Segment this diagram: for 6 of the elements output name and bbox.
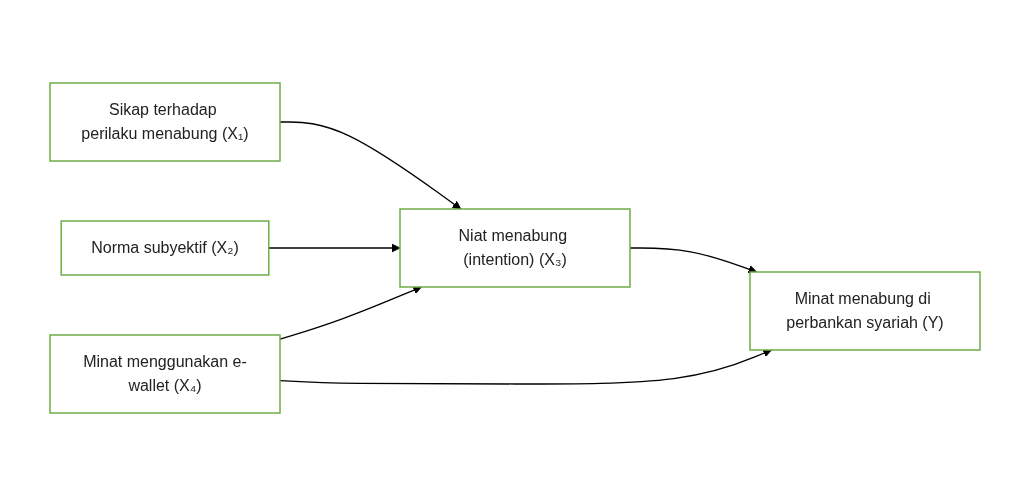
node-box: Sikap terhadap perilaku menabung (X₁)	[49, 81, 281, 162]
node-box: Minat menggunakan e-wallet (X₄)	[49, 333, 281, 414]
node-box: Minat menabung di perbankan syariah (Y)	[749, 270, 981, 351]
arrow	[268, 243, 401, 252]
node-box: Niat menabung (intention) (X₃)	[399, 207, 631, 288]
node-box: Norma subyektif (X₂)	[60, 219, 270, 276]
